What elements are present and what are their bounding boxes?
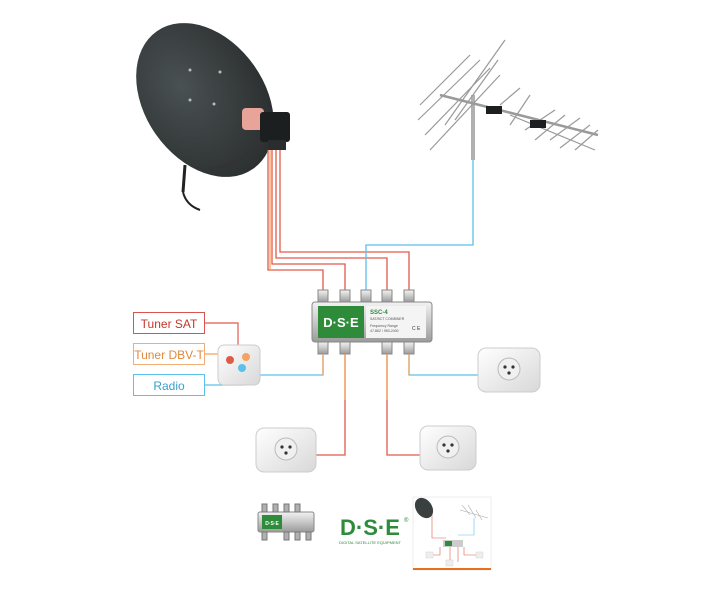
splitter-brand: D·S·E <box>323 315 359 330</box>
logo-text: D·S·E <box>340 515 400 540</box>
terrestrial-antenna <box>417 39 599 160</box>
wall-socket-bottom-right <box>419 425 477 471</box>
satellite-dish <box>136 23 290 211</box>
splitter-model: SSC-4 <box>370 310 388 316</box>
output-cables <box>260 354 478 456</box>
splitter-spec1: Frequency Range <box>370 324 398 328</box>
dse-logo: D·S·E ® DIGITAL SATELLITE EQUIPMENT <box>339 515 409 545</box>
splitter-spec2: 47-862 / 950-2400 <box>370 329 399 333</box>
label-radio: Radio <box>133 374 205 396</box>
wall-socket-right <box>477 347 541 393</box>
wall-socket-bottom-left <box>255 427 317 473</box>
product-thumbnail: D·S·E <box>257 503 315 541</box>
wall-socket-main <box>217 344 261 386</box>
logo-tagline: DIGITAL SATELLITE EQUIPMENT <box>339 540 401 545</box>
label-tuner-dvbt: Tuner DBV-T <box>133 343 205 365</box>
sat-cables <box>267 150 410 292</box>
label-tuner-sat: Tuner SAT <box>133 312 205 334</box>
splitter-ce-mark: C E <box>412 326 421 332</box>
diagram-thumbnail <box>412 496 492 571</box>
product-thumb-brand: D·S·E <box>265 521 279 527</box>
splitter-subtitle: SAT/BCT COMBINER <box>370 317 405 321</box>
logo-registered: ® <box>404 517 409 524</box>
terrestrial-cable <box>365 160 474 292</box>
splitter-device: D·S·E SSC-4 SAT/BCT COMBINER Frequency R… <box>311 289 433 355</box>
